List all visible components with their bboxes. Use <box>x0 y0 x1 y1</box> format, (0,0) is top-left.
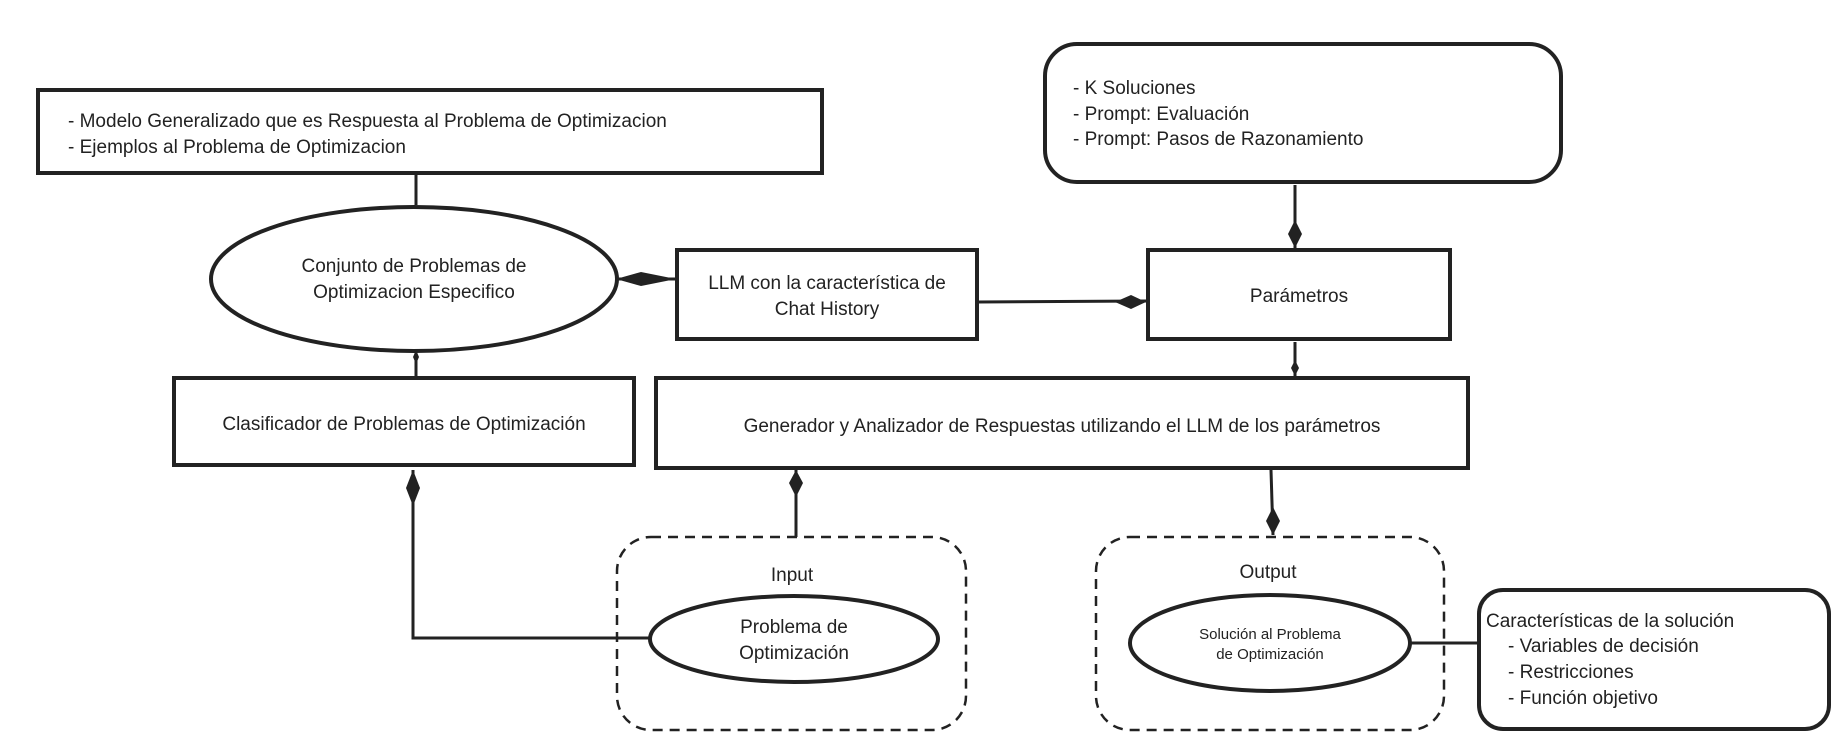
model-examples-line-2: - Ejemplos al Problema de Optimizacion <box>68 137 406 158</box>
llm-line-1: LLM con la característica de <box>708 273 946 294</box>
parameters-note-box: - K Soluciones - Prompt: Evaluación - Pr… <box>1043 42 1563 184</box>
diamond-marker-llm <box>616 272 676 286</box>
input-group-title: Input <box>771 565 814 586</box>
solution-features-box: Características de la solución - Variabl… <box>1477 588 1831 731</box>
solution-features-item-2: - Restricciones <box>1508 662 1634 683</box>
parameters-label: Parámetros <box>1250 286 1348 307</box>
diamond-marker-output <box>1266 507 1280 535</box>
connector-problema-clasificador <box>411 470 650 640</box>
diamond-marker-paramnote <box>1288 220 1302 248</box>
diamond-marker-clasificador <box>406 470 420 506</box>
llm-line-2: Chat History <box>775 299 880 320</box>
problem-set-line-2: Optimizacion Especifico <box>313 282 515 303</box>
classifier-label: Clasificador de Problemas de Optimizació… <box>222 414 585 435</box>
input-group: Input <box>615 535 968 732</box>
parameters-note-line-3: - Prompt: Pasos de Razonamiento <box>1073 129 1363 150</box>
parameters-note-line-1: - K Soluciones <box>1073 78 1196 99</box>
diamond-marker-input <box>789 470 803 497</box>
solution-features-item-1: - Variables de decisión <box>1508 636 1699 657</box>
solution-features-title: Características de la solución <box>1486 611 1734 632</box>
problem-set-line-1: Conjunto de Problemas de <box>302 256 527 277</box>
solution-line-1: Solución al Problema <box>1199 626 1341 643</box>
diamond-markers <box>406 220 1302 535</box>
generator-analyzer-label: Generador y Analizador de Respuestas uti… <box>744 416 1381 437</box>
model-examples-line-1: - Modelo Generalizado que es Respuesta a… <box>68 111 667 132</box>
problem-ellipse: Problema de Optimización <box>648 594 940 684</box>
llm-chat-history-box: LLM con la característica de Chat Histor… <box>675 248 979 341</box>
classifier-box: Clasificador de Problemas de Optimizació… <box>172 376 636 467</box>
problem-line-2: Optimización <box>739 643 849 664</box>
solution-line-2: de Optimización <box>1216 646 1324 663</box>
parameters-box: Parámetros <box>1146 248 1452 341</box>
solution-features-item-3: - Función objetivo <box>1508 688 1658 709</box>
output-group: Output <box>1094 535 1446 732</box>
parameters-note-line-2: - Prompt: Evaluación <box>1073 104 1249 125</box>
output-group-title: Output <box>1239 562 1297 583</box>
problem-set-ellipse: Conjunto de Problemas de Optimizacion Es… <box>209 205 619 353</box>
solution-ellipse: Solución al Problema de Optimización <box>1128 593 1412 693</box>
diamond-marker-parametros <box>1115 295 1146 309</box>
diamond-marker-conjunto-bottom <box>413 350 419 364</box>
diamond-marker-generador-top <box>1291 360 1299 376</box>
model-examples-box: - Modelo Generalizado que es Respuesta a… <box>36 88 824 175</box>
problem-line-1: Problema de <box>740 617 848 638</box>
generator-analyzer-box: Generador y Analizador de Respuestas uti… <box>654 376 1470 470</box>
